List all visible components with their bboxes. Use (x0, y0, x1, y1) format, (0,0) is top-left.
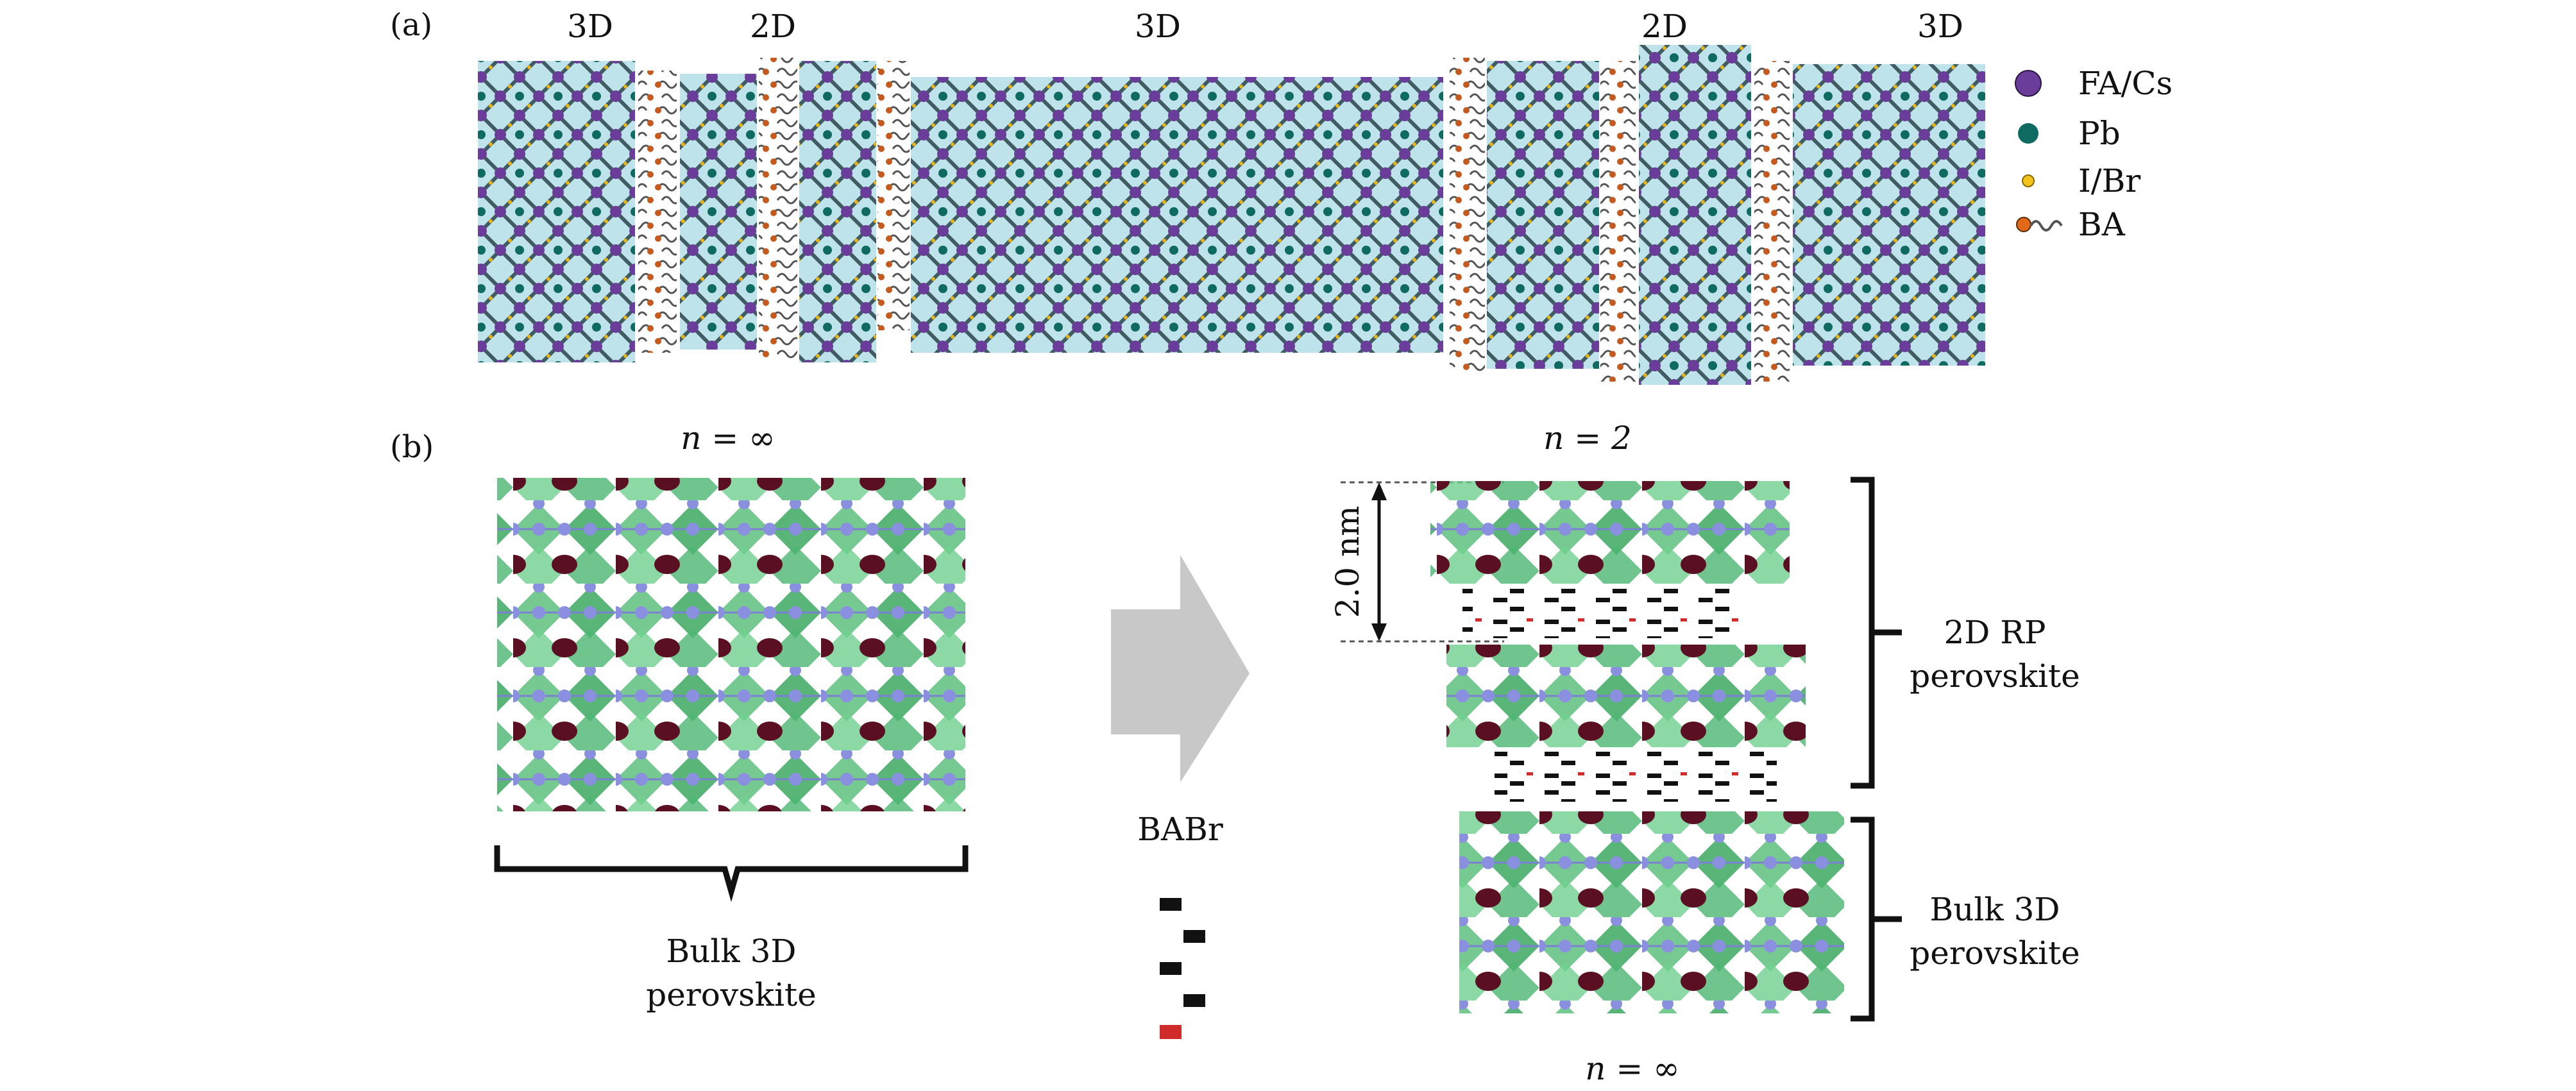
ba-spacer-1 (638, 71, 677, 353)
legend-ba-label: BA (2078, 206, 2126, 243)
ba-chain-icon (2016, 217, 2063, 232)
rp-bracket (1851, 477, 1875, 789)
left-n-infinity-label: n = ∞ (681, 419, 775, 457)
lattice-strip (478, 45, 1985, 385)
lattice-3d-block-center (911, 77, 1443, 353)
thickness-2nm-label: 2.0 nm (1329, 505, 1366, 618)
halide-ion-icon (2022, 174, 2035, 187)
region-label-2d-right: 2D (1641, 8, 1688, 45)
organic-spacer-1 (1462, 587, 1745, 638)
bulk-3d-perovskite-structure (497, 478, 965, 811)
bulk-label-line2: perovskite (1910, 935, 2080, 972)
left-bracket (494, 845, 969, 902)
bulk-3d-slab (1459, 811, 1844, 1013)
region-label-3d-center: 3D (1135, 8, 1181, 45)
organic-spacer-2 (1495, 750, 1777, 802)
babr-label: BABr (1137, 811, 1223, 848)
legend-halide-label: I/Br (2078, 162, 2140, 199)
lattice-2d-block-1 (680, 74, 757, 350)
bulk-label-line1: Bulk 3D (1929, 891, 2060, 928)
ba-spacer-5 (1600, 61, 1636, 382)
legend-fa-cs-label: FA/Cs (2078, 65, 2173, 102)
lattice-3d-block-1 (478, 61, 635, 362)
dimension-annotation: 2.0 nm (1329, 481, 1504, 643)
lattice-3d-block-right (1793, 64, 1985, 366)
rp-label-line2: perovskite (1910, 657, 2080, 695)
ba-spacer-6 (1754, 61, 1790, 382)
ba-spacer-3 (877, 61, 910, 330)
right-bottom-n-label: n = ∞ (1585, 1050, 1680, 1087)
legend: FA/Cs Pb I/Br BA (2015, 65, 2173, 243)
lattice-2d-block-2 (799, 61, 876, 362)
pb-ion-icon (2018, 123, 2038, 144)
left-bracket-label-line1: Bulk 3D (666, 933, 796, 970)
region-label-3d-left: 3D (567, 8, 613, 45)
panel-b-label: (b) (390, 429, 434, 465)
bulk-bracket (1851, 816, 1875, 1022)
legend-pb-label: Pb (2078, 115, 2121, 152)
lattice-2d-block-4 (1639, 45, 1751, 385)
region-label-3d-right: 3D (1917, 8, 1963, 45)
region-labels: 3D 2D 3D 2D 3D (567, 8, 1963, 45)
rp-slab-2 (1446, 645, 1806, 747)
lattice-2d-block-3 (1487, 61, 1599, 369)
right-top-n-label: n = 2 (1543, 419, 1632, 457)
region-label-2d-left: 2D (750, 8, 796, 45)
panel-a-label: (a) (390, 7, 432, 43)
rp-label-line1: 2D RP (1944, 614, 2046, 651)
babr-molecule-icon (1160, 898, 1205, 1039)
left-bracket-label-line2: perovskite (646, 976, 816, 1013)
rp-slab-1 (1430, 481, 1790, 584)
fa-cs-ion-icon (2015, 70, 2042, 97)
conversion-arrow (1111, 555, 1250, 782)
ba-spacer-2 (759, 58, 797, 359)
ba-spacer-4 (1450, 58, 1485, 372)
